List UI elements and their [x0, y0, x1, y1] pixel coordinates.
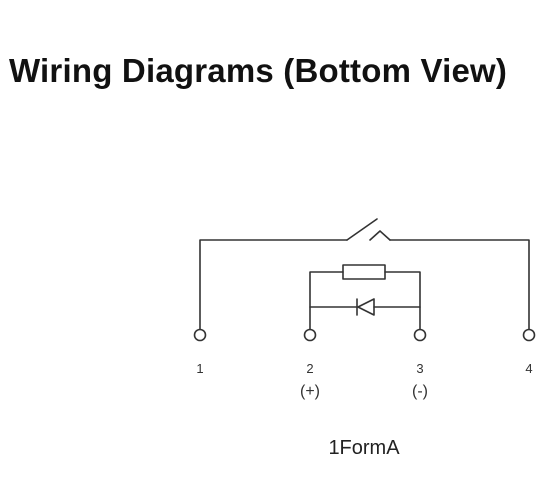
- resistor: [342, 264, 386, 280]
- pin-label-4: 4: [525, 361, 533, 376]
- page-title: Wiring Diagrams (Bottom View): [9, 52, 508, 89]
- wire-pin3: [384, 271, 421, 330]
- terminal-3: [413, 328, 427, 342]
- diagram-caption: 1FormA: [328, 437, 400, 459]
- wire-pin1-to-switch: [199, 239, 348, 330]
- switch-blade: [346, 218, 378, 241]
- pin-label-3: 3: [416, 361, 424, 376]
- pin-label-1: 1: [196, 361, 204, 376]
- terminal-4: [522, 328, 536, 342]
- polarity-minus: (-): [412, 383, 428, 400]
- polarity-plus: (+): [300, 383, 320, 400]
- pin-label-2: 2: [306, 361, 314, 376]
- wire-pin2: [309, 271, 344, 330]
- terminal-1: [193, 328, 207, 342]
- switch-contact: [369, 230, 391, 241]
- diode: [357, 298, 375, 316]
- wire-switch-to-pin4: [389, 239, 530, 330]
- terminal-2: [303, 328, 317, 342]
